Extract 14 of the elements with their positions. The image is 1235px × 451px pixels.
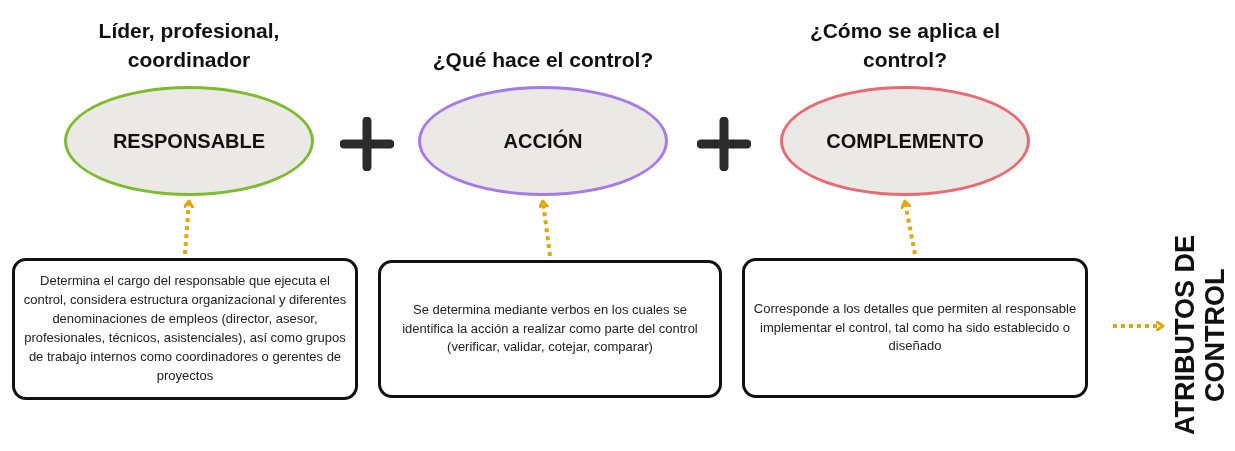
text-box: Se determina mediante verbos en los cuales se identifica la acción a realizar como parte del control (verificar, validar, cotejar, comparar) [378,260,722,398]
dotted-arrow [1113,320,1165,332]
text-box: Determina el cargo del responsable que ejecuta el control, considera estructura organizacional y diferentes denominaciones de empleos (director, asesor, profesionales, técnicos, asistenciales), así como grupos de trabajo internos como coordinadores o gerentes de proyectos [12,258,358,400]
heading: ¿Cómo se aplica el control? [808,18,1002,73]
vertical-title: ATRIBUTOS DE CONTROL [1168,222,1234,448]
dotted-arrow [183,199,195,255]
heading: ¿Qué hace el control? [431,46,655,73]
dotted-arrow [538,199,552,257]
heading: Líder, profesional, coordinador [97,18,281,73]
ellipse: RESPONSABLE [64,86,314,196]
dotted-arrow [900,199,917,255]
ellipse: COMPLEMENTO [780,86,1030,196]
ellipse: ACCIÓN [418,86,668,196]
text-box: Corresponde a los detalles que permiten al responsable implementar el control, tal como ha sido establecido o diseñado [742,258,1088,398]
